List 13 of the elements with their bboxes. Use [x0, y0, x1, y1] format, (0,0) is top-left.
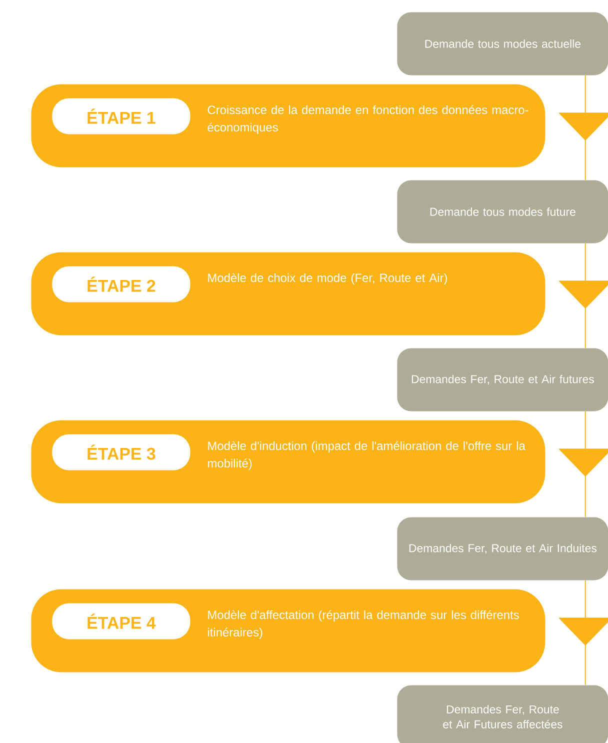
state-box: Demandes Fer, Route et Air futures [397, 348, 608, 412]
step-pill: ÉTAPE 1 [52, 98, 190, 134]
down-arrow [558, 410, 608, 518]
state-box: Demandes Fer, Route et Air Futures affectées [397, 685, 608, 743]
state-box: Demandes Fer, Route et Air Induites [397, 517, 608, 580]
step-pill: ÉTAPE 2 [52, 266, 190, 302]
state-box: Demande tous modes actuelle [397, 12, 608, 76]
down-arrow [558, 74, 608, 180]
down-arrow [558, 242, 608, 348]
state-box: Demande tous modes future [397, 180, 608, 244]
down-arrow [558, 580, 608, 686]
step-pill: ÉTAPE 3 [52, 434, 190, 470]
step-pill: ÉTAPE 4 [52, 603, 190, 640]
